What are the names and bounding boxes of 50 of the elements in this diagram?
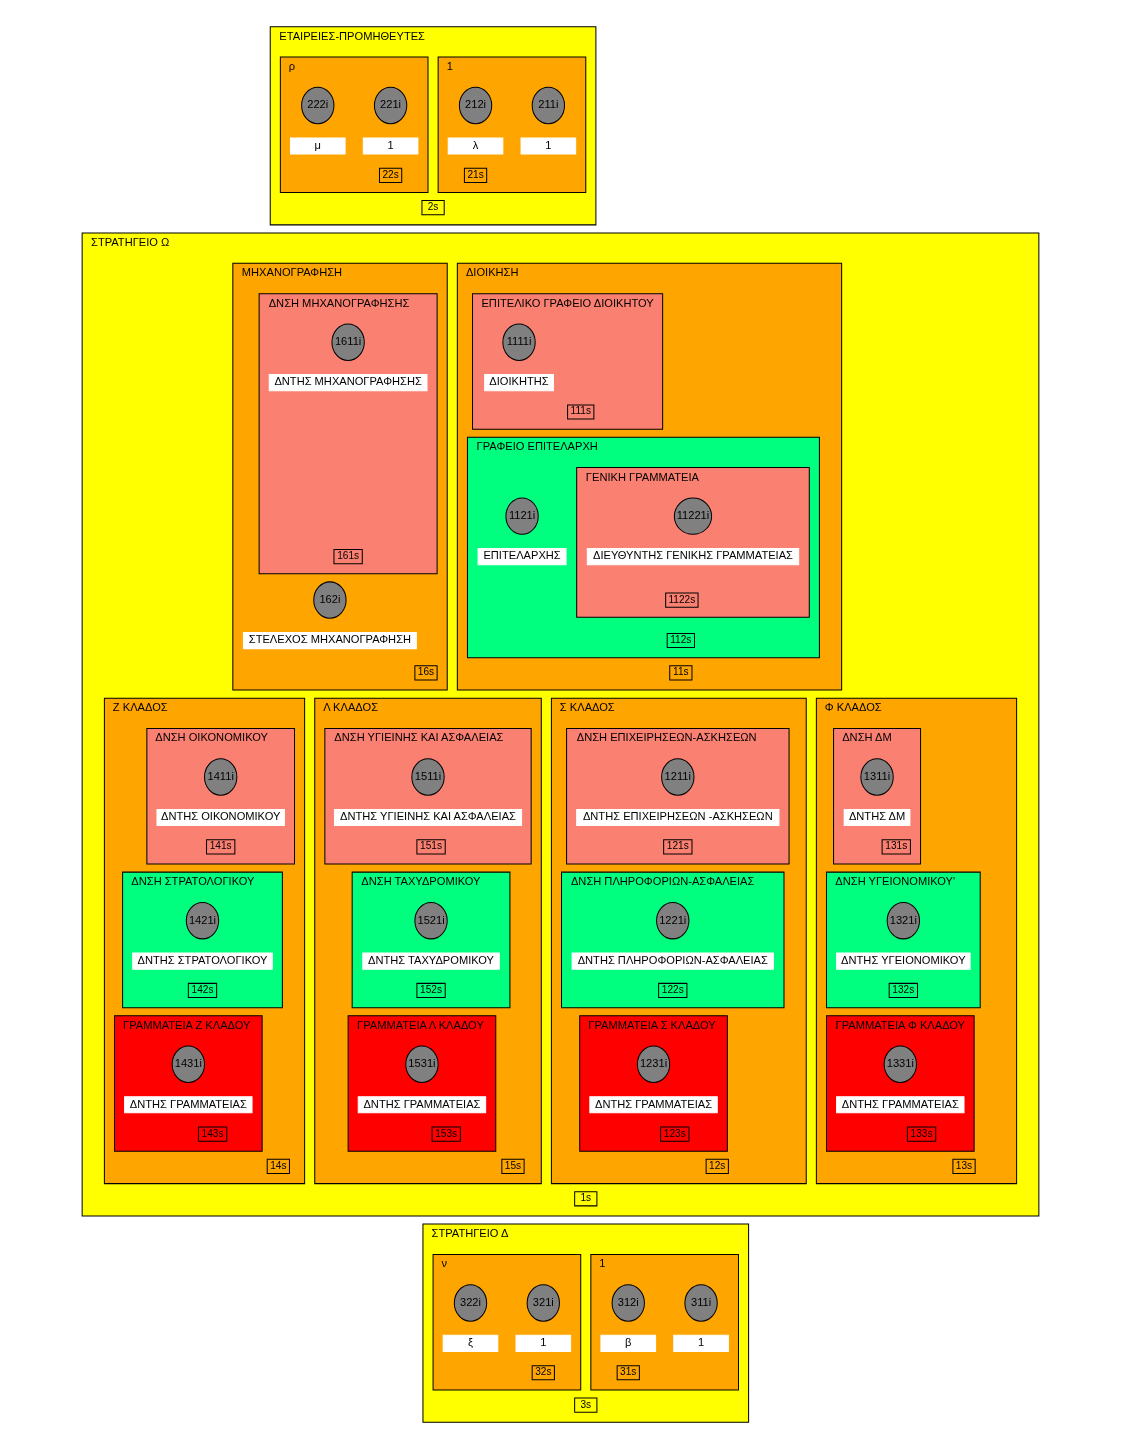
node-ellipse: 1111i bbox=[502, 323, 536, 361]
node-ellipse: 162i bbox=[313, 581, 347, 619]
node-ellipse: 1311i bbox=[860, 758, 894, 796]
node-ellipse: 1411i bbox=[204, 758, 238, 796]
node-ellipse: 1611i bbox=[331, 323, 365, 361]
node-ellipse: 1221i bbox=[656, 901, 690, 940]
node-ellipse: 1511i bbox=[411, 758, 445, 796]
node-label: 1 bbox=[540, 1336, 547, 1349]
node-ellipse: 1331i bbox=[883, 1045, 917, 1083]
node-label: ΔΝΤΗΣ ΟΙΚΟΝΟΜΙΚΟΥ bbox=[160, 810, 281, 823]
node-ellipse: 221i bbox=[373, 86, 408, 125]
node-label: μ bbox=[314, 138, 321, 151]
node-label: 1 bbox=[697, 1336, 705, 1349]
node-label: ξ bbox=[468, 1336, 473, 1349]
node-label: 1 bbox=[387, 138, 394, 151]
node-ellipse: 1121i bbox=[505, 497, 539, 535]
node-ellipse: 212i bbox=[458, 86, 493, 125]
node-label: ΕΠΙΤΕΛΑΡΧΗΣ bbox=[483, 549, 561, 562]
node-label: ΔΝΤΗΣ ΠΛΗΡΟΦΟΡΙΩΝ-ΑΣΦΑΛΕΙΑΣ bbox=[577, 953, 768, 966]
node-ellipse: 1531i bbox=[405, 1045, 439, 1083]
node-label: ΔΝΤΗΣ ΤΑΧΥΔΡΟΜΙΚΟΥ bbox=[368, 953, 495, 966]
node-ellipse: 1421i bbox=[185, 901, 220, 940]
node-circle: 11221i bbox=[673, 497, 713, 535]
node-ellipse: 1321i bbox=[886, 901, 921, 940]
node-label: ΔΝΤΗΣ ΓΡΑΜΜΑΤΕΙΑΣ bbox=[595, 1097, 713, 1110]
node-label: ΔΝΤΗΣ ΓΡΑΜΜΑΤΕΙΑΣ bbox=[841, 1097, 959, 1110]
node-ellipse: 311i bbox=[684, 1284, 718, 1322]
node-label: ΣΤΕΛΕΧΟΣ ΜΗΧΑΝΟΓΡΑΦΗΣΗ bbox=[248, 633, 412, 646]
node-label: ΔΝΤΗΣ ΥΓΕΙΟΝΟΜΙΚΟΥ bbox=[841, 953, 966, 966]
node-ellipse: 1211i bbox=[661, 758, 695, 796]
node-ellipse: 1431i bbox=[171, 1045, 205, 1083]
node-ellipse: 321i bbox=[526, 1284, 560, 1322]
node-ellipse: 322i bbox=[453, 1284, 488, 1322]
node-label: 1 bbox=[545, 138, 552, 151]
node-label: ΔΝΤΗΣ ΓΡΑΜΜΑΤΕΙΑΣ bbox=[129, 1097, 247, 1110]
node-label: ΔΝΤΗΣ ΜΗΧΑΝΟΓΡΑΦΗΣΗΣ bbox=[274, 375, 422, 388]
node-label: λ bbox=[472, 138, 479, 151]
node-label: ΔΝΤΗΣ ΔΜ bbox=[848, 810, 906, 823]
node-label: ΔΝΤΗΣ ΣΤΡΑΤΟΛΟΓΙΚΟΥ bbox=[137, 953, 268, 966]
node-label: ΔΙΟΙΚΗΤΗΣ bbox=[489, 375, 549, 388]
node-label: ΔΝΤΗΣ ΓΡΑΜΜΑΤΕΙΑΣ bbox=[363, 1097, 481, 1110]
node-label: ΔΙΕΥΘΥΝΤΗΣ ΓΕΝΙΚΗΣ ΓΡΑΜΜΑΤΕΙΑΣ bbox=[592, 549, 793, 562]
node-ellipse: 211i bbox=[531, 86, 566, 125]
node-ellipse: 222i bbox=[301, 86, 335, 125]
node-label: ΔΝΤΗΣ ΕΠΙΧΕΙΡΗΣΕΩΝ -ΑΣΚΗΣΕΩΝ bbox=[582, 810, 773, 823]
node-label: β bbox=[625, 1336, 632, 1349]
node-label: ΔΝΤΗΣ ΥΓΙΕΙΝΗΣ ΚΑΙ ΑΣΦΑΛΕΙΑΣ bbox=[340, 810, 516, 823]
node-ellipse: 1521i bbox=[414, 901, 448, 940]
node-ellipse: 1231i bbox=[636, 1045, 671, 1083]
node-ellipse: 312i bbox=[611, 1284, 645, 1322]
